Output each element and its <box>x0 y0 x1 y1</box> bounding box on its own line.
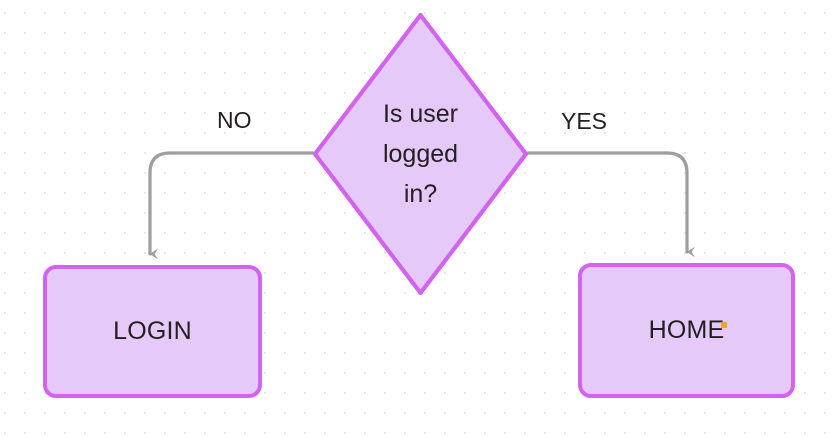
edge-label-yes: YES <box>561 108 608 134</box>
login-node-label: LOGIN <box>113 317 192 345</box>
process-node-home[interactable]: HOME <box>578 263 795 398</box>
edge-no-path <box>148 151 315 260</box>
edge-yes-path <box>526 151 696 258</box>
home-node-label: HOME <box>648 316 725 344</box>
edge-label-no: NO <box>217 107 252 133</box>
text-caret-marker <box>721 322 727 328</box>
decision-label-line-3: in? <box>403 180 438 208</box>
diamond-shape <box>312 12 529 296</box>
decision-label-line-2: logged <box>382 140 459 168</box>
process-node-login[interactable]: LOGIN <box>43 265 262 398</box>
decision-label-line-1: Is user <box>382 100 459 128</box>
decision-node-label: Is user logged in? <box>311 11 530 297</box>
decision-node-is-user-logged-in[interactable]: Is user logged in? <box>311 11 530 297</box>
